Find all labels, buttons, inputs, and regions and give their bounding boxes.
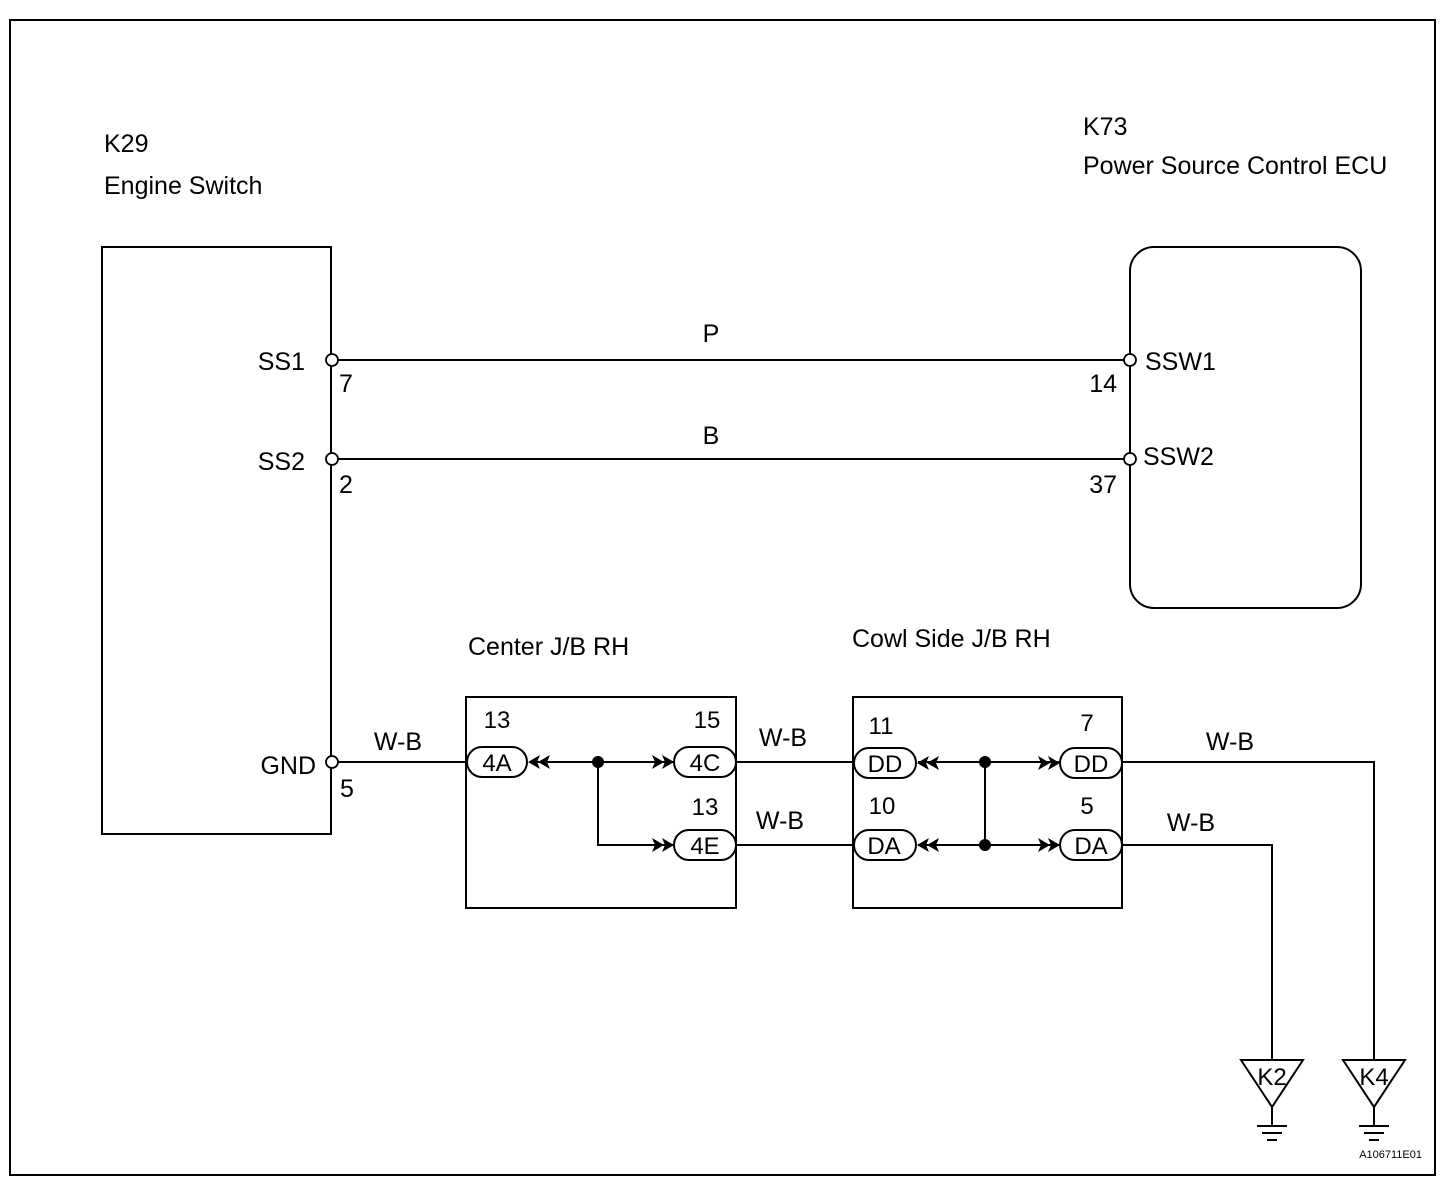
center-jb-splice xyxy=(592,756,604,768)
pin-number-da-5: 5 xyxy=(1080,793,1093,820)
pin-number-ss2: 2 xyxy=(339,471,353,499)
connector-4a xyxy=(466,746,528,778)
terminal-ss1 xyxy=(325,353,339,367)
ground-point-k2: K2 xyxy=(1239,1059,1305,1141)
arrow-4a xyxy=(528,755,550,769)
ground-wires: W-B W-B W-B W-B W-B xyxy=(325,724,1375,1060)
power-source-control-ecu: K73 Power Source Control ECU SSW1 14 SSW… xyxy=(1083,113,1387,609)
ecu-body xyxy=(1129,246,1362,609)
engine-switch-code: K29 xyxy=(104,130,148,158)
pin-number-da-10: 10 xyxy=(869,793,896,820)
ground-triangle-k2 xyxy=(1239,1059,1305,1109)
pin-number-dd-7: 7 xyxy=(1080,710,1093,737)
arrow-dd-right xyxy=(1038,756,1060,770)
connector-label-da-left: DA xyxy=(867,833,900,860)
engine-switch-body xyxy=(101,246,332,835)
wire-da-to-k2 xyxy=(1122,844,1273,1060)
connector-dd-left xyxy=(853,747,917,779)
pin-number-gnd: 5 xyxy=(340,775,354,803)
ecu-code: K73 xyxy=(1083,113,1127,141)
wire-color-k2: W-B xyxy=(1167,809,1215,837)
arrow-da-left xyxy=(917,838,939,852)
pin-number-ss1: 7 xyxy=(339,370,353,398)
pin-label-ssw2: SSW2 xyxy=(1143,443,1214,471)
wire-dd-to-k4 xyxy=(1122,761,1375,1060)
signal-wires: P B xyxy=(325,320,1137,466)
figure-id: A106711E01 xyxy=(1359,1149,1422,1161)
ecu-name: Power Source Control ECU xyxy=(1083,152,1387,180)
cowl-jb-name: Cowl Side J/B RH xyxy=(852,625,1051,653)
diagram-frame xyxy=(9,19,1436,1176)
engine-switch: K29 Engine Switch SS1 7 SS2 2 GND 5 xyxy=(101,130,354,835)
wire-color-center-cowl-top: W-B xyxy=(759,724,807,752)
cowl-jb-body xyxy=(852,696,1123,909)
connector-label-4a: 4A xyxy=(482,750,511,777)
pin-label-ss1: SS1 xyxy=(258,348,305,376)
cowl-jb-splice-top xyxy=(979,756,991,768)
connector-label-4e: 4E xyxy=(690,833,719,860)
connector-label-dd-left: DD xyxy=(868,751,903,778)
connector-label-4c: 4C xyxy=(690,750,721,777)
ground-label-k2: K2 xyxy=(1257,1064,1286,1091)
connector-label-da-right: DA xyxy=(1074,833,1107,860)
pin-number-dd-11: 11 xyxy=(869,713,894,740)
pin-label-ss2: SS2 xyxy=(258,448,305,476)
cowl-side-junction-block: Cowl Side J/B RH 11 DD 7 DD 10 DA 5 DA xyxy=(852,625,1123,909)
arrow-da-right xyxy=(1038,838,1060,852)
terminal-ss2 xyxy=(325,452,339,466)
pin-number-4e: 13 xyxy=(692,794,719,821)
pin-label-ssw1: SSW1 xyxy=(1145,348,1216,376)
center-jb-name: Center J/B RH xyxy=(468,633,629,661)
arrow-4c xyxy=(652,755,674,769)
pin-number-ssw1: 14 xyxy=(1089,370,1117,398)
terminal-gnd xyxy=(325,755,339,769)
ground-triangle-k4 xyxy=(1341,1059,1407,1109)
wire-color-gnd: W-B xyxy=(374,728,422,756)
cowl-jb-splice-bottom xyxy=(979,839,991,851)
ground-label-k4: K4 xyxy=(1359,1064,1388,1091)
arrow-4e xyxy=(652,838,674,852)
wire-color-center-cowl-bottom: W-B xyxy=(756,807,804,835)
engine-switch-name: Engine Switch xyxy=(104,172,262,200)
pin-label-gnd: GND xyxy=(260,752,316,780)
ground-point-k4: K4 xyxy=(1341,1059,1407,1141)
pin-number-4c: 15 xyxy=(694,707,721,734)
arrow-dd-left xyxy=(917,756,939,770)
connector-da-left xyxy=(853,829,917,861)
terminal-ssw1 xyxy=(1123,353,1137,367)
center-junction-block: Center J/B RH 13 4A 15 4C 13 4E xyxy=(465,633,737,909)
wire-color-k4: W-B xyxy=(1206,728,1254,756)
pin-number-ssw2: 37 xyxy=(1089,471,1117,499)
center-jb-bus-branch xyxy=(597,762,675,846)
wire-color-p: P xyxy=(703,320,720,348)
center-jb-body xyxy=(465,696,737,909)
connector-label-dd-right: DD xyxy=(1074,751,1109,778)
wire-color-b: B xyxy=(703,422,720,450)
terminal-ssw2 xyxy=(1123,452,1137,466)
pin-number-4a: 13 xyxy=(484,707,511,734)
